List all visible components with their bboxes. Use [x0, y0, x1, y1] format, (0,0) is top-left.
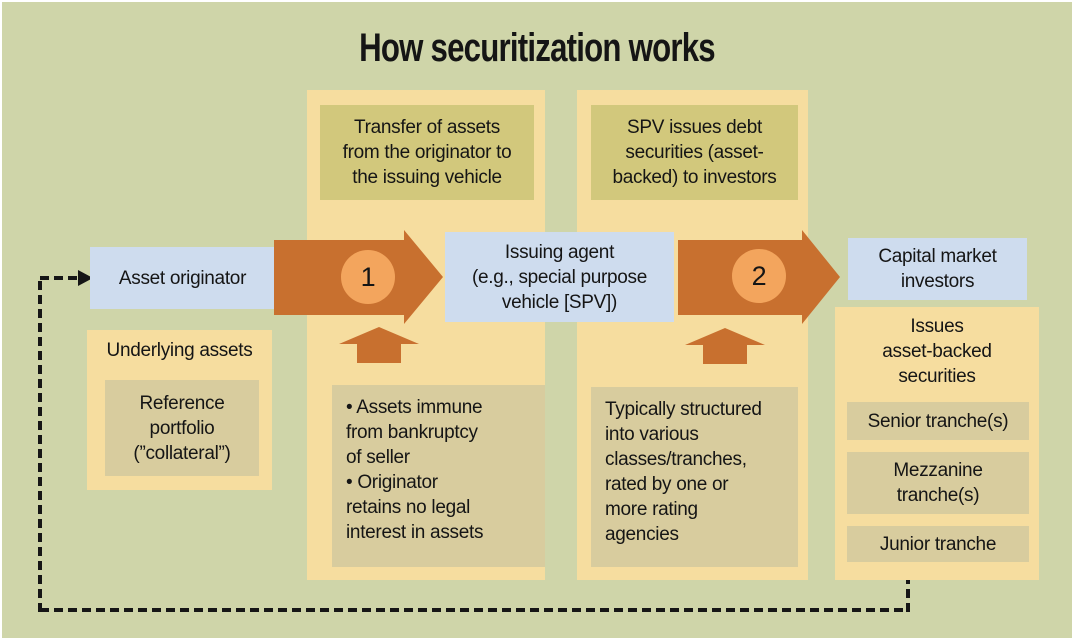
tranche-note-box: Typically structured into various classe… — [591, 387, 798, 567]
bullet-item: • Assets immune from bankruptcy of selle… — [346, 397, 483, 468]
step-2-badge: 2 — [732, 249, 786, 303]
feedback-dashed-line-left — [38, 278, 42, 612]
reference-portfolio-box: Reference portfolio (”collateral”) — [105, 380, 259, 476]
feedback-dashed-line-right — [906, 580, 910, 612]
feedback-arrowhead-icon — [78, 270, 93, 286]
senior-tranche-box: Senior tranche(s) — [847, 402, 1029, 440]
feedback-dashed-line-top — [40, 276, 82, 280]
mezzanine-tranche-box: Mezzanine tranche(s) — [847, 452, 1029, 514]
junior-tranche-box: Junior tranche — [847, 526, 1029, 562]
issues-title: Issues asset-backed securities — [882, 315, 992, 387]
underlying-assets-title: Underlying assets — [106, 339, 253, 361]
capital-market-investors-box: Capital market investors — [848, 238, 1027, 300]
issuing-agent-box: Issuing agent (e.g., special purpose veh… — [445, 232, 674, 322]
diagram-title: How securitization works — [359, 26, 716, 70]
transfer-note-box: Transfer of assets from the originator t… — [320, 105, 534, 200]
spv-note-box: SPV issues debt securities (asset- backe… — [591, 105, 798, 200]
step-1-badge: 1 — [341, 250, 395, 304]
asset-originator-box: Asset originator — [90, 247, 275, 309]
bullet-note-box: • Assets immune from bankruptcy of selle… — [332, 385, 545, 567]
feedback-dashed-line-bottom — [40, 608, 910, 612]
bullet-item: • Originator retains no legal interest i… — [346, 472, 484, 543]
